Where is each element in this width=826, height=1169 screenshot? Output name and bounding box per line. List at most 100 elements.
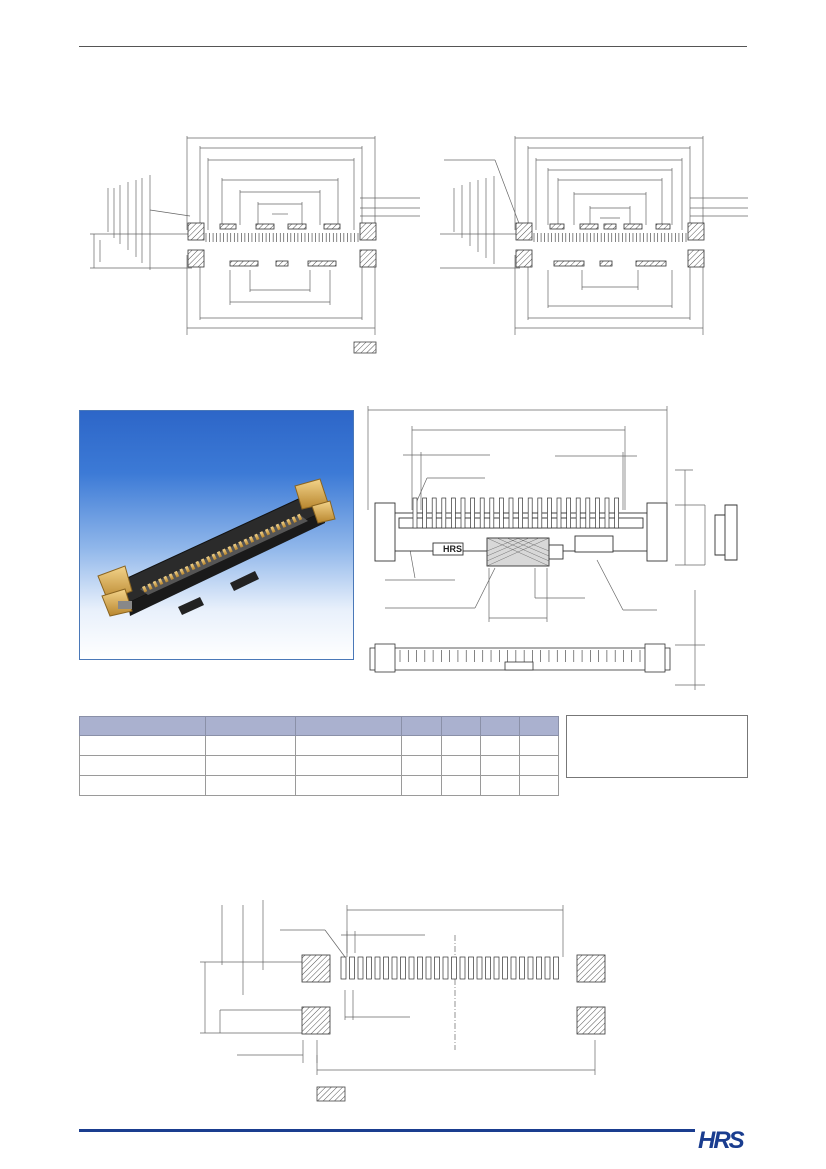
terminal-pin (595, 497, 600, 529)
gold-contact (232, 543, 239, 551)
gold-contact (248, 536, 255, 543)
table-cell (205, 735, 296, 756)
terminal-pin (604, 497, 610, 529)
gold-contact (227, 546, 233, 553)
table-cell (79, 735, 206, 756)
view-marking: HRS (443, 544, 462, 554)
terminal-pin (518, 497, 523, 529)
gold-contact (270, 526, 276, 533)
gold-contact (291, 516, 297, 523)
gold-contact (286, 518, 292, 526)
table-header (79, 716, 206, 736)
table-cell (480, 735, 520, 756)
solder-pad (383, 956, 389, 980)
terminal-pin (412, 497, 418, 529)
solder-pad (502, 956, 508, 980)
spec-table (79, 716, 559, 796)
solder-pad (349, 956, 355, 980)
terminal-pin (585, 497, 591, 529)
solder-pad (391, 956, 398, 980)
table-header (480, 716, 520, 736)
terminal-pin (575, 497, 581, 529)
table-header (519, 716, 559, 736)
gold-contact (141, 585, 148, 593)
solder-pad (340, 956, 347, 980)
gold-contact (211, 553, 217, 561)
gold-contact (174, 570, 180, 578)
gold-contact (254, 533, 260, 541)
gold-contact (264, 528, 271, 536)
solder-pad (527, 956, 534, 980)
solder-pad (519, 956, 525, 980)
solder-pad (357, 956, 364, 980)
connector-photo-illustration (97, 478, 336, 617)
solder-pad (476, 956, 483, 980)
table-cell (79, 755, 206, 776)
gold-contact (152, 580, 158, 588)
table-cell (480, 755, 520, 776)
table-cell (480, 775, 520, 796)
solder-pad (442, 956, 449, 980)
solder-pad (374, 956, 381, 980)
terminal-pin (460, 497, 466, 529)
solder-pad (408, 956, 415, 980)
connector-view-drawing: HRS (367, 406, 738, 690)
bottom-rule (79, 1129, 695, 1132)
top-rule (79, 46, 747, 47)
gold-contact (259, 531, 265, 538)
table-cell (295, 755, 402, 776)
table-row (79, 775, 559, 796)
table-cell (519, 735, 559, 756)
gold-contact (179, 568, 185, 576)
table-cell (401, 735, 442, 756)
gold-contact (163, 575, 169, 583)
table-cell (295, 735, 402, 756)
gold-contact (297, 513, 303, 521)
gold-contact (243, 538, 249, 546)
table-header (295, 716, 402, 736)
footprint-drawing-right (440, 136, 748, 335)
note-box (566, 715, 748, 778)
gold-contact (195, 560, 201, 568)
terminal-pin (451, 497, 456, 529)
hrs-logo: HRS (698, 1128, 748, 1154)
gold-contact (184, 565, 191, 573)
solder-pad (553, 956, 559, 980)
table-cell (205, 775, 296, 796)
solder-pad (434, 956, 440, 980)
gold-contact (206, 555, 212, 563)
solder-pad (459, 956, 466, 980)
gold-contact (275, 523, 281, 531)
table-cell (441, 735, 481, 756)
gold-contact (222, 548, 228, 556)
gold-contact (168, 573, 174, 581)
table-cell (519, 775, 559, 796)
logo-text: HRS (698, 1127, 745, 1154)
table-cell (441, 775, 481, 796)
terminal-pin (614, 497, 619, 529)
terminal-pin (441, 497, 447, 529)
terminal-pin (479, 497, 485, 529)
pcb-layout-drawing (200, 900, 606, 1102)
terminal-pin (470, 497, 475, 529)
table-cell (79, 775, 206, 796)
solder-pad (468, 956, 474, 980)
solder-pad (425, 956, 432, 980)
gold-contact (147, 583, 153, 590)
table-cell (295, 775, 402, 796)
solder-pad (400, 956, 406, 980)
table-cell (205, 755, 296, 776)
solder-pad (366, 956, 372, 980)
terminal-pin (508, 497, 514, 529)
solder-pad (485, 956, 491, 980)
footprint-drawing-left (90, 136, 420, 354)
table-cell (401, 755, 442, 776)
gold-contact (190, 563, 196, 571)
terminal-pin (547, 497, 552, 529)
gold-contact (200, 558, 207, 566)
table-header (401, 716, 442, 736)
terminal-pin (566, 497, 571, 529)
table-cell (441, 755, 481, 776)
terminal-pin (422, 497, 427, 529)
solder-pad (544, 956, 551, 980)
